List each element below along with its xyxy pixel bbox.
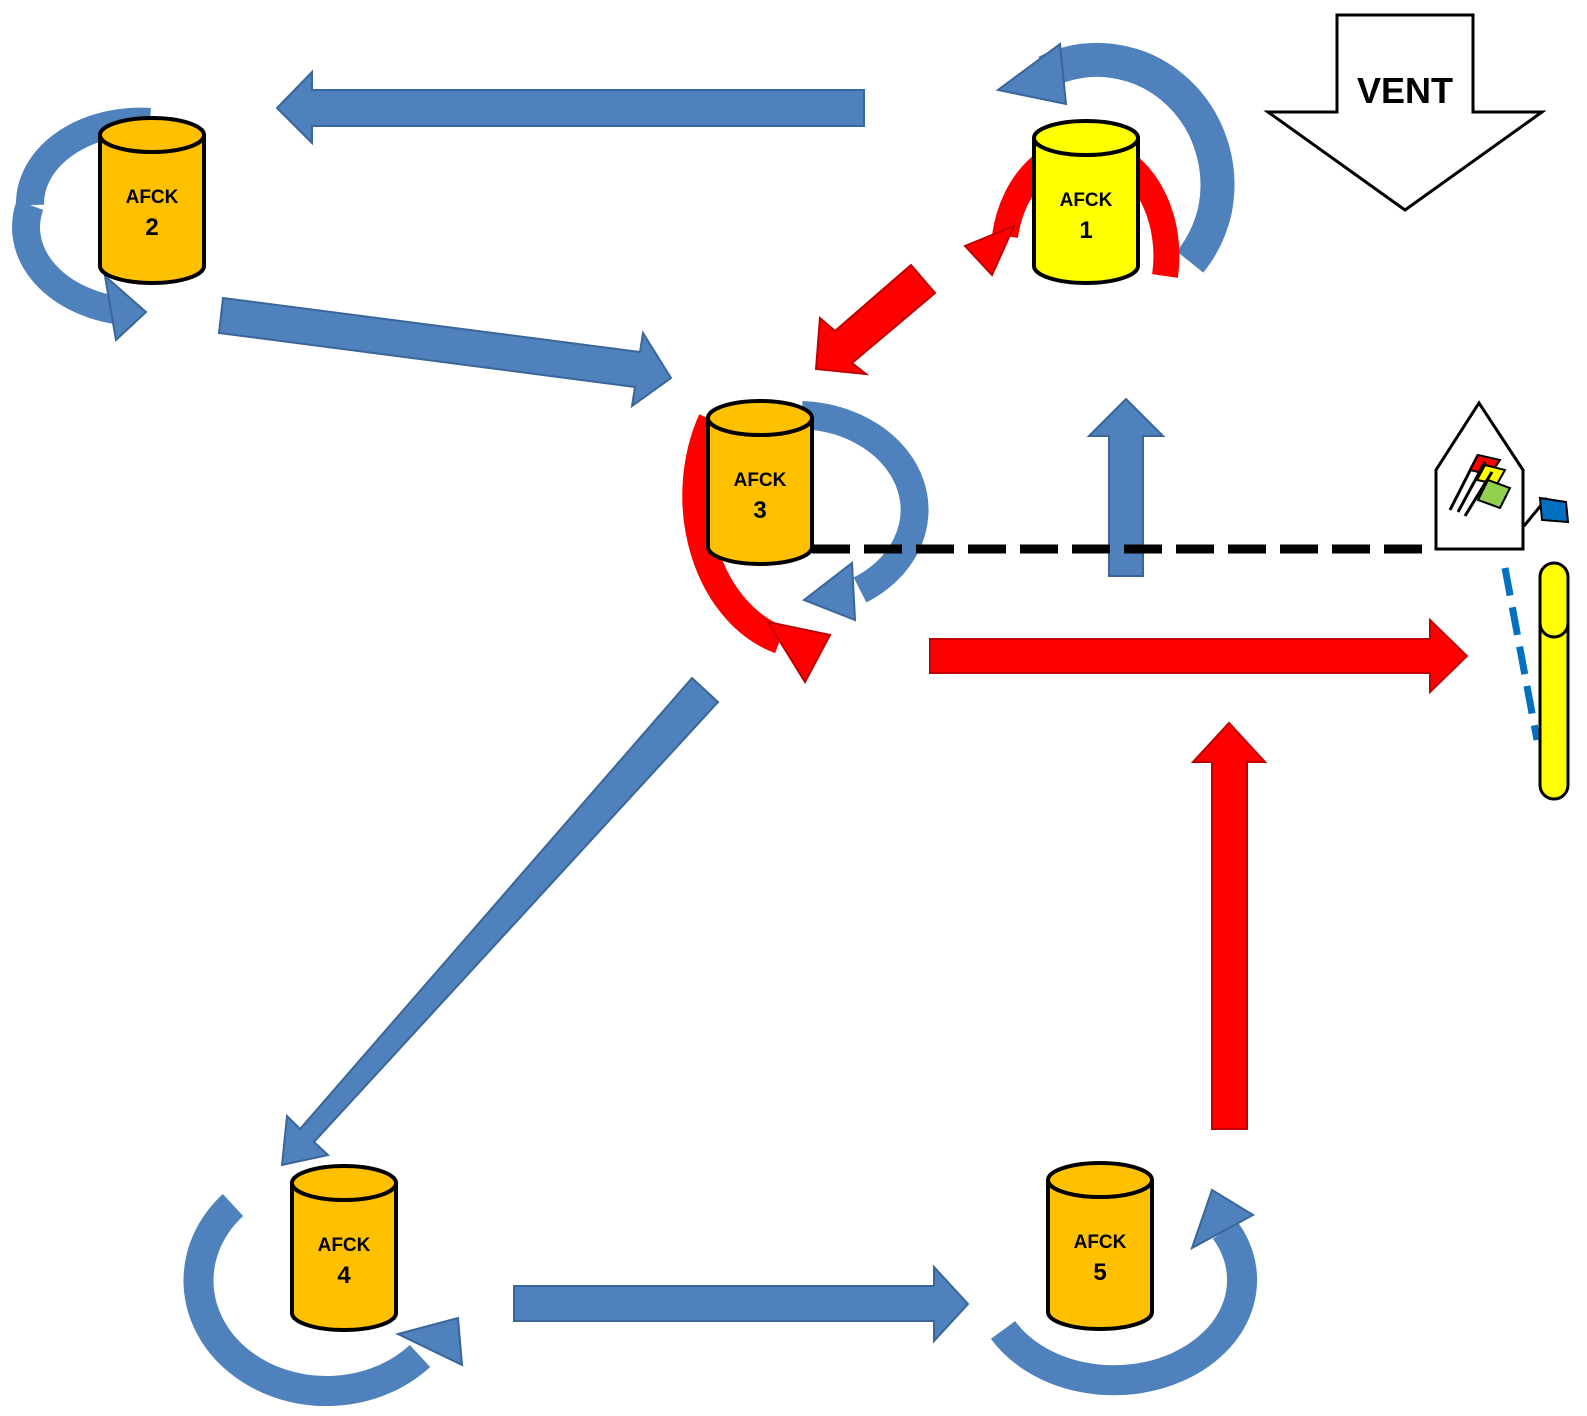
red-arrow-5-up (1190, 721, 1268, 1130)
mark-top (290, 1164, 398, 1202)
mark-body (98, 134, 206, 285)
leg-arrow-4-to-5 (513, 1264, 970, 1344)
mark-1: AFCK 1 (1032, 119, 1140, 285)
mark-4: AFCK 4 (290, 1164, 398, 1332)
mark-number: 2 (145, 214, 158, 241)
mark-number: 4 (337, 1262, 351, 1289)
mark-top (1032, 119, 1140, 157)
mark-top (706, 399, 814, 437)
wind-label: VENT (1357, 70, 1453, 111)
mark-top (98, 116, 206, 154)
leg-arrow-3-to-4 (280, 676, 720, 1167)
signal-flags-icon (1448, 453, 1512, 517)
rounding-arrow-mark-3-red (682, 414, 786, 654)
mark-label: AFCK (1074, 1232, 1127, 1253)
rounding-arrow-mark-5 (990, 1221, 1258, 1396)
leg-arrow-2-to-3 (217, 296, 673, 409)
mark-5: AFCK 5 (1046, 1161, 1154, 1331)
mark-label: AFCK (318, 1235, 371, 1256)
rounding-arrow-mark-3-blue (801, 401, 929, 603)
blue-course-legs (217, 69, 1166, 1344)
red-arrow-3-to-finish (929, 617, 1469, 695)
mark-label: AFCK (734, 470, 787, 491)
red-course-legs (814, 263, 1469, 1130)
finish-line (1501, 567, 1541, 741)
mark-number: 3 (753, 497, 766, 524)
mark-number: 1 (1079, 217, 1092, 244)
mark-body (1046, 1179, 1154, 1331)
mark-label: AFCK (1060, 190, 1113, 211)
leg-arrow-1-to-2 (275, 69, 865, 146)
mark-body (706, 417, 814, 566)
mark-label: AFCK (126, 187, 179, 208)
mark-3: AFCK 3 (706, 399, 814, 566)
pin-end-buoy-icon (1538, 561, 1570, 801)
mark-top (1046, 1161, 1154, 1199)
mark-body (290, 1182, 398, 1332)
wind-arrow-icon: VENT (1263, 13, 1547, 212)
mark-number: 5 (1093, 1259, 1106, 1286)
rounding-arrow-mark-1-blue (1038, 42, 1235, 273)
rounding-arrow-mark-4 (183, 1193, 431, 1407)
blue-flag-icon (1522, 496, 1570, 527)
red-arrow-1-to-3 (814, 263, 937, 376)
rounding-arrows (12, 42, 1258, 1407)
committee-boat-icon (1434, 400, 1525, 551)
mark-2: AFCK 2 (98, 116, 206, 285)
